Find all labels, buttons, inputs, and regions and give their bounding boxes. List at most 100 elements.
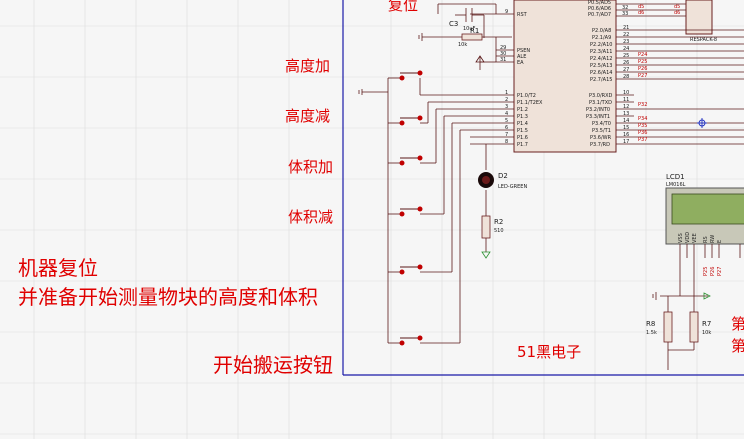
pin-num-21: 21	[623, 25, 629, 31]
mcu-p1-pin-lines	[496, 94, 514, 145]
pin-num-28: 28	[623, 74, 629, 80]
r7-label: R7	[702, 320, 711, 328]
pin-p2-0: P2.0/A8	[592, 28, 611, 34]
pin-num-30: 30	[500, 51, 506, 57]
mcu-p3-lines	[616, 94, 744, 145]
pin-num-12: 12	[623, 104, 629, 110]
lcd-label: LCD1	[666, 173, 685, 181]
lcd-net-p27: P27	[717, 267, 723, 276]
lcd-pin-labels: VSS VDD VEE RS RW E	[678, 232, 723, 243]
pin-p3-2: P3.2/INT0	[586, 107, 610, 113]
lcd-power-arrow-icon	[703, 292, 711, 300]
pin-p3-4: P3.4/T0	[592, 121, 611, 127]
push-button-volume-up[interactable]	[399, 155, 423, 166]
annotation-volume-up: 体积加	[288, 158, 334, 176]
pin-num-11: 11	[623, 97, 629, 103]
mcu-p2-lines	[616, 29, 744, 80]
lcd-screen	[671, 193, 744, 225]
pin-num-22: 22	[623, 32, 629, 38]
mcu-p0-labels: P0.5/AD5 P0.6/AD6 P0.7/AD7 32 33 d5 d6 d…	[588, 0, 680, 18]
pin-p0-7: P0.7/AD7	[588, 12, 611, 18]
net-p25: P25	[638, 59, 647, 65]
push-button-start[interactable]	[399, 335, 423, 346]
pin-num-16: 16	[623, 132, 629, 138]
r2-label: R2	[494, 218, 503, 226]
pin-p2-1: P2.1/A9	[592, 35, 611, 41]
pin-rst: RST	[517, 12, 528, 18]
push-button-machine-reset[interactable]	[399, 264, 423, 275]
respack-body	[685, 0, 713, 35]
net-d5-b: d5	[674, 4, 680, 10]
pin-num-10: 10	[623, 90, 629, 96]
pin-p1-6: P1.6	[517, 135, 528, 141]
d2-label: D2	[498, 172, 508, 180]
mcu-top-left-pins	[496, 13, 514, 63]
r8-body	[663, 311, 673, 343]
mcu-p2-labels: P2.0/A8 P2.1/A9 P2.2/A10 P2.3/A11 P2.4/A…	[590, 25, 647, 83]
pin-ea: EA	[517, 60, 524, 66]
button-wiring	[358, 77, 496, 344]
pin-num-32: 32	[622, 5, 628, 11]
c3-label: C3	[449, 20, 458, 28]
r7-body	[689, 311, 699, 343]
mcu-p1-labels: P1.0/T2 P1.1/T2EX P1.2 P1.3 P1.4 P1.5 P1…	[505, 90, 543, 148]
pin-num-24: 24	[623, 46, 629, 52]
pin-p1-4: P1.4	[517, 121, 528, 127]
pin-p3-1: P3.1/TXD	[589, 100, 612, 106]
lcd-pin-vee: VEE	[692, 233, 698, 243]
mcu-body	[513, 0, 617, 153]
annotation-machine-reset: 机器复位	[18, 256, 98, 280]
pin-p2-2: P2.2/A10	[590, 42, 612, 48]
c3-value: 10uF	[463, 26, 476, 32]
pin-num-25: 25	[623, 53, 629, 59]
lcd-ground	[652, 292, 657, 300]
r7-r8-wiring	[667, 296, 695, 370]
net-d6-b: d6	[674, 10, 680, 16]
pin-num-26: 26	[623, 60, 629, 66]
ground-arrow-icon	[481, 251, 491, 259]
lcd-net-p26: P26	[710, 267, 716, 276]
push-button-height-down[interactable]	[399, 115, 423, 126]
pin-psen: PSEN	[517, 48, 530, 54]
d2-model: LED-GREEN	[498, 184, 527, 190]
pin-p3-3: P3.3/INT1	[586, 114, 610, 120]
lcd-pin-vdd: VDD	[685, 232, 691, 243]
pin-num-8: 8	[505, 139, 508, 145]
annotation-right-edge-2: 第	[731, 337, 744, 355]
annotation-height-down: 高度减	[285, 107, 331, 125]
pin-p1-7: P1.7	[517, 142, 528, 148]
mcu-p3-labels: P3.0/RXD P3.1/TXD P3.2/INT0 P3.3/INT1 P3…	[586, 90, 647, 148]
pin-p2-4: P2.4/A12	[590, 56, 612, 62]
lcd-pin-lines	[660, 244, 741, 312]
annotation-brand: 51黑电子	[517, 343, 582, 361]
push-button-volume-down[interactable]	[399, 206, 423, 217]
pin-num-5: 5	[505, 118, 508, 124]
pin-num-6: 6	[505, 125, 508, 131]
probe-marker	[697, 118, 707, 128]
net-p34: P34	[638, 116, 647, 122]
r7-value: 10k	[702, 330, 711, 336]
pin-num-9: 9	[505, 9, 508, 15]
annotation-machine-reset-sub: 并准备开始测量物块的高度和体积	[18, 285, 318, 309]
pin-p0-5: P0.5/AD5	[588, 0, 611, 6]
pin-p3-5: P3.5/T1	[592, 128, 611, 134]
r1-body	[461, 33, 483, 41]
annotation-volume-down: 体积减	[288, 208, 334, 226]
net-d5: d5	[638, 4, 644, 10]
power-arrow-icon	[475, 55, 485, 63]
pin-num-13: 13	[623, 111, 629, 117]
lcd-pin-e: E	[717, 240, 723, 243]
pin-num-4: 4	[505, 111, 508, 117]
lcd-net-labels: P25 P26 P27	[703, 267, 723, 276]
push-button-height-up[interactable]	[399, 70, 423, 81]
pin-p2-7: P2.7/A15	[590, 77, 612, 83]
pin-num-3: 3	[505, 104, 508, 110]
net-p27: P27	[638, 73, 647, 79]
r8-value: 1.5k	[646, 330, 657, 336]
mcu-p0-lines	[616, 3, 686, 17]
pin-num-23: 23	[623, 39, 629, 45]
pin-p1-2: P1.2	[517, 107, 528, 113]
r1-value: 10k	[458, 42, 467, 48]
pin-p3-7: P3.7/RD	[590, 142, 610, 148]
